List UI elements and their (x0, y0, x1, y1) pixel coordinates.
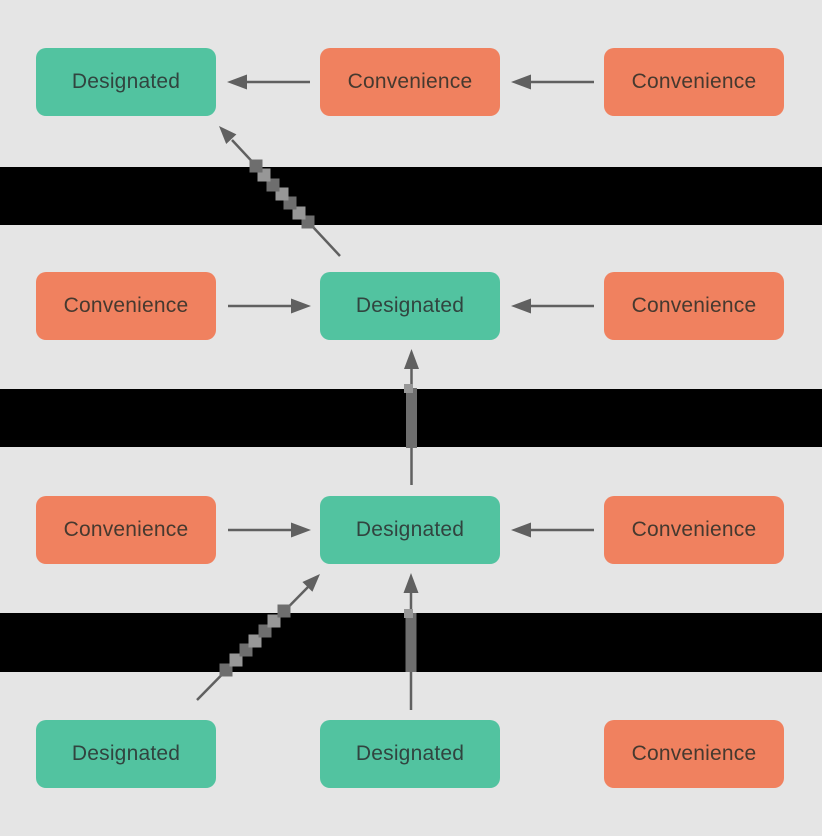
node-convenience-r1-right: Convenience (604, 48, 784, 116)
arrow-head (302, 574, 320, 592)
glitch-square (249, 159, 263, 173)
arrow-r3-left-to-center (228, 522, 311, 538)
node-convenience-r3-left: Convenience (36, 496, 216, 564)
arrow-head (291, 298, 311, 314)
arrow-head (404, 349, 419, 369)
node-convenience-r1-center: Convenience (320, 48, 500, 116)
glitch-square (404, 384, 413, 393)
node-convenience-r2-right: Convenience (604, 272, 784, 340)
arrow-r2-left-to-center (228, 298, 311, 314)
arrow-vertical-r4center-to-r3center (403, 573, 419, 710)
arrow-r3-right-to-center (511, 522, 594, 538)
arrow-r1-center-to-left (227, 74, 310, 90)
arrow-head (511, 522, 531, 538)
node-designated-r2-center: Designated (320, 272, 500, 340)
arrow-vertical-r3center-to-r2center (404, 349, 419, 485)
glitch-square (404, 609, 413, 618)
glitch-square (258, 624, 272, 638)
glitch-square (292, 206, 306, 220)
node-convenience-r2-left: Convenience (36, 272, 216, 340)
arrow-head (227, 74, 247, 90)
glitch-square (266, 178, 280, 192)
glitch-square (267, 614, 281, 628)
glitch-square (277, 604, 291, 618)
arrow-head (219, 126, 237, 144)
arrow-r2-right-to-center (511, 298, 594, 314)
arrow-head (511, 74, 531, 90)
node-designated-r3-center: Designated (320, 496, 500, 564)
arrow-diagonal-r4left-to-r3center (196, 574, 320, 701)
thick-bar (406, 388, 417, 448)
node-designated-r4-left: Designated (36, 720, 216, 788)
redacted-band-1 (0, 167, 822, 225)
arrow-diagonal-r2center-to-r1left (219, 126, 341, 257)
node-designated-r1-left: Designated (36, 48, 216, 116)
arrow-head (511, 298, 531, 314)
node-convenience-r4-right: Convenience (604, 720, 784, 788)
arrow-head (291, 522, 311, 538)
arrow-head (403, 573, 419, 593)
node-designated-r4-center: Designated (320, 720, 500, 788)
glitch-square (229, 653, 243, 667)
arrow-r1-right-to-center (511, 74, 594, 90)
node-convenience-r3-right: Convenience (604, 496, 784, 564)
glitch-square (248, 634, 262, 648)
thick-bar (405, 613, 417, 672)
glitch-square (219, 663, 233, 677)
